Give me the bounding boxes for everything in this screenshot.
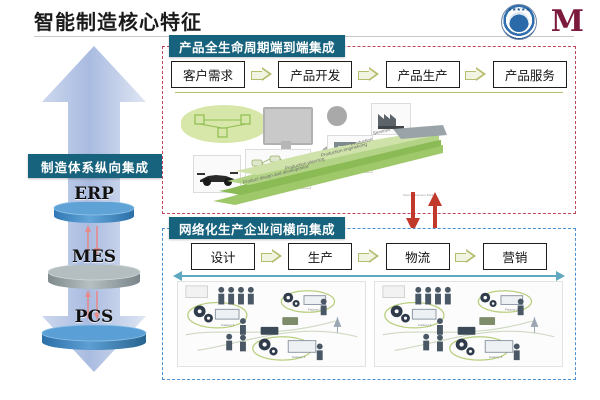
illus-monitor-stand [281,141,291,149]
race-car-icon [197,172,238,186]
horizontal-arrow-left-head [173,271,182,281]
lifecycle-arrow-1 [250,67,273,81]
panel-horizontal: 网络化生产企业间横向集成 设计 生产 物流 营销 [162,217,576,380]
lifecycle-step-4[interactable]: 产品服务 [492,61,567,88]
seal-inner-emblem [507,11,530,33]
logo-group: ★★★★★ M [500,4,584,40]
layer-disc-pcs [41,325,147,350]
lifecycle-step-2[interactable]: 产品开发 [278,61,353,88]
page-title: 智能制造核心特征 [34,10,202,34]
layer-disc-erp [53,202,135,223]
panel-horizontal-title: 网络化生产企业间横向集成 [169,217,346,239]
lifecycle-divider [175,92,563,94]
illus-factory-photo-card [371,103,411,135]
illus-car-photo-card [193,155,241,193]
horizontal-arrow-1 [260,249,283,263]
lifecycle-arrow-3 [465,67,487,81]
erp-mes-red-arrows [85,225,100,255]
lifecycle-step-1[interactable]: 客户需求 [171,61,245,88]
layer-label-mes: MES [71,247,117,267]
panel-lifecycle: 产品全生命周期端到端集成 客户需求 产品开发 产品生产 产品服务 [162,35,576,214]
horizontal-arrow-3 [455,249,477,263]
m-letter-logo: M [550,4,584,39]
horizontal-illustration: Factory 1 Factory 2 Factory 3 [177,281,563,367]
horizontal-arrow-2 [357,249,380,263]
mes-pcs-red-arrows [85,290,100,320]
svg-text:Factory 3: Factory 3 [292,355,305,359]
layer-disc-mes [47,265,141,289]
horizontal-arrow-right-head [556,271,565,281]
factory-network-diagram-2: Factory 1 Factory 2 Factory 3 [375,282,562,366]
panel-connector-arrows [406,192,442,232]
lifecycle-illustration: Services Production Production engineeri… [175,101,565,205]
vertical-integration-label: 制造体系纵向集成 [28,154,162,178]
svg-text:Factory 3: Factory 3 [489,355,502,359]
panel-lifecycle-title: 产品全生命周期端到端集成 [169,35,346,57]
ramp-credit: Source: Siemens 2013 [403,193,434,197]
factory-network-card-2: Factory 1 Factory 2 Factory 3 [374,281,563,367]
horizontal-step-4[interactable]: 营销 [482,243,547,270]
horizontal-step-3[interactable]: 物流 [385,243,450,270]
double-headed-horizontal-arrow [173,271,565,281]
svg-text:Factory 2: Factory 2 [505,307,518,311]
lifecycle-step-3[interactable]: 产品生产 [385,61,460,88]
svg-text:Factory 1: Factory 1 [418,323,431,327]
layer-label-pcs: PCS [74,307,114,327]
lifecycle-arrow-2 [357,67,380,81]
horizontal-step-1[interactable]: 设计 [191,243,255,270]
svg-text:Factory 1: Factory 1 [221,323,234,327]
red-up-connector-arrow [428,192,442,232]
factory-network-card-1: Factory 1 Factory 2 Factory 3 [177,281,366,367]
illus-cad-wireframe-icon [194,114,251,138]
lifecycle-green-ramp [213,125,447,205]
factory-icon [378,114,404,129]
layer-label-erp: ERP [74,184,114,204]
factory-network-diagram-1: Factory 1 Factory 2 Factory 3 [178,282,365,366]
red-down-connector-arrow [406,192,420,232]
university-seal-logo: ★★★★★ [500,4,537,40]
vertical-integration-column: 制造体系纵向集成 ERP MES [28,44,162,374]
seal-stars: ★★★★★ [507,7,530,13]
lifecycle-flow: 客户需求 产品开发 产品生产 产品服务 [171,61,567,88]
svg-text:Factory 2: Factory 2 [308,307,321,311]
horizontal-flow: 设计 生产 物流 营销 [191,243,547,270]
horizontal-step-2[interactable]: 生产 [288,243,353,270]
